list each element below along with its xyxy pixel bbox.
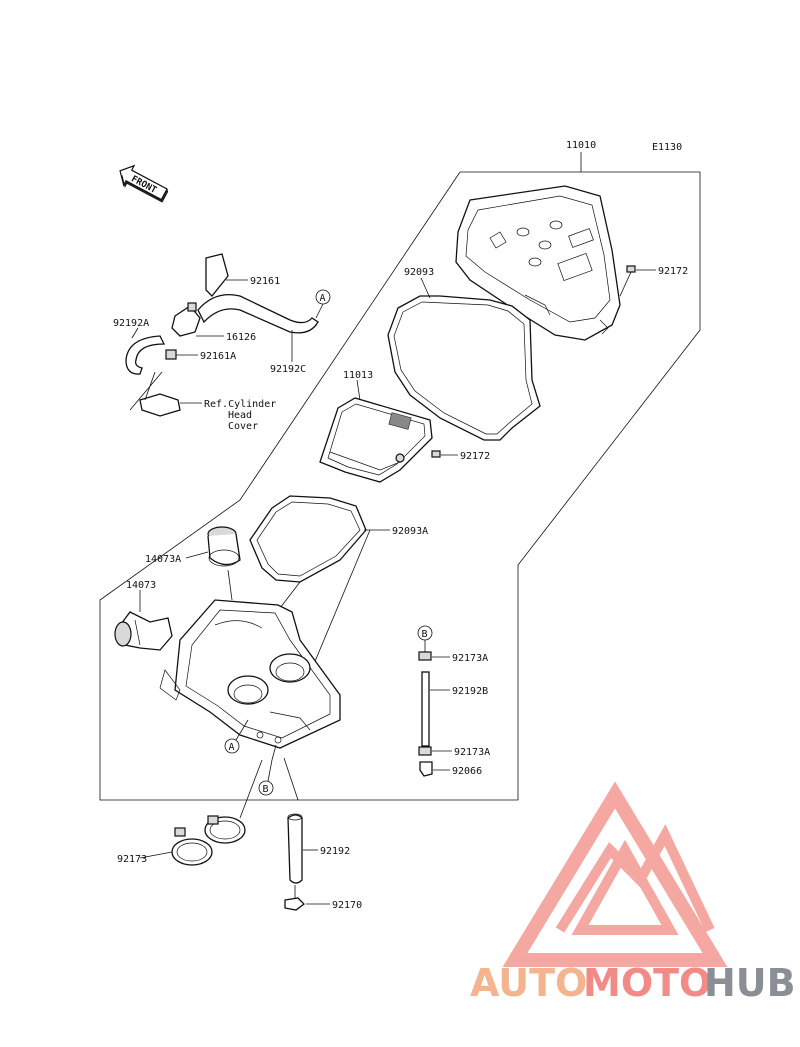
- callout-b-upper-text: B: [422, 629, 428, 640]
- automotohub-logo: [502, 781, 728, 967]
- label-92173: 92173: [117, 854, 147, 865]
- ref-note-line2: Head: [228, 410, 252, 421]
- gasket-92093a: [249, 495, 367, 583]
- label-92066: 92066: [452, 766, 482, 777]
- front-arrow-icon: FRONT: [119, 164, 169, 203]
- screw-92172-upper: [619, 265, 636, 297]
- label-92093a: 92093A: [392, 526, 428, 537]
- label-92192a: 92192A: [113, 318, 149, 329]
- hose-92192: [287, 813, 303, 884]
- drain-assembly: [418, 651, 433, 777]
- label-14073a: 14073A: [145, 554, 181, 565]
- air-cleaner-lower-housing: [159, 599, 341, 749]
- label-92173a-top: 92173A: [452, 653, 488, 664]
- ref-note-line3: Cover: [228, 421, 258, 432]
- label-92161: 92161: [250, 276, 280, 287]
- clamp-92173: [171, 815, 246, 866]
- callout-b-lower: [258, 780, 274, 796]
- label-14073: 14073: [126, 580, 156, 591]
- label-11010: 11010: [566, 140, 596, 151]
- gasket-92093: [387, 295, 541, 441]
- callout-a-lower-text: A: [229, 742, 235, 753]
- diagram-code: E1130: [652, 142, 682, 153]
- label-92161a: 92161A: [200, 351, 236, 362]
- label-11013: 11013: [343, 370, 373, 381]
- label-92192: 92192: [320, 846, 350, 857]
- air-filter-element: [319, 397, 433, 483]
- label-92093: 92093: [404, 267, 434, 278]
- ref-note-line1: Ref.Cylinder: [204, 399, 276, 410]
- air-cleaner-upper-housing: [455, 185, 621, 341]
- duct-14073: [114, 611, 173, 651]
- label-92170: 92170: [332, 900, 362, 911]
- label-92172-middle: 92172: [460, 451, 490, 462]
- duct-14073a: [207, 526, 241, 567]
- screw-92172-middle: [431, 450, 441, 458]
- callout-a-lower: [224, 738, 240, 754]
- callout-a-upper-text: A: [320, 293, 326, 304]
- automotohub-wordmark: AUTO MOTO HUB: [470, 961, 796, 1005]
- wordmark-auto: AUTO: [470, 961, 587, 1005]
- breather-assembly: [125, 253, 319, 417]
- wordmark-hub: HUB: [704, 961, 796, 1005]
- label-16126: 16126: [226, 332, 256, 343]
- label-92172-upper: 92172: [658, 266, 688, 277]
- clip-92170: [284, 897, 305, 911]
- label-92192b: 92192B: [452, 686, 488, 697]
- assembly-boundary: [99, 171, 701, 801]
- wordmark-moto: MOTO: [583, 961, 711, 1005]
- callout-b-lower-text: B: [263, 784, 269, 795]
- label-92192c: 92192C: [270, 364, 306, 375]
- label-92173a-bottom: 92173A: [454, 747, 490, 758]
